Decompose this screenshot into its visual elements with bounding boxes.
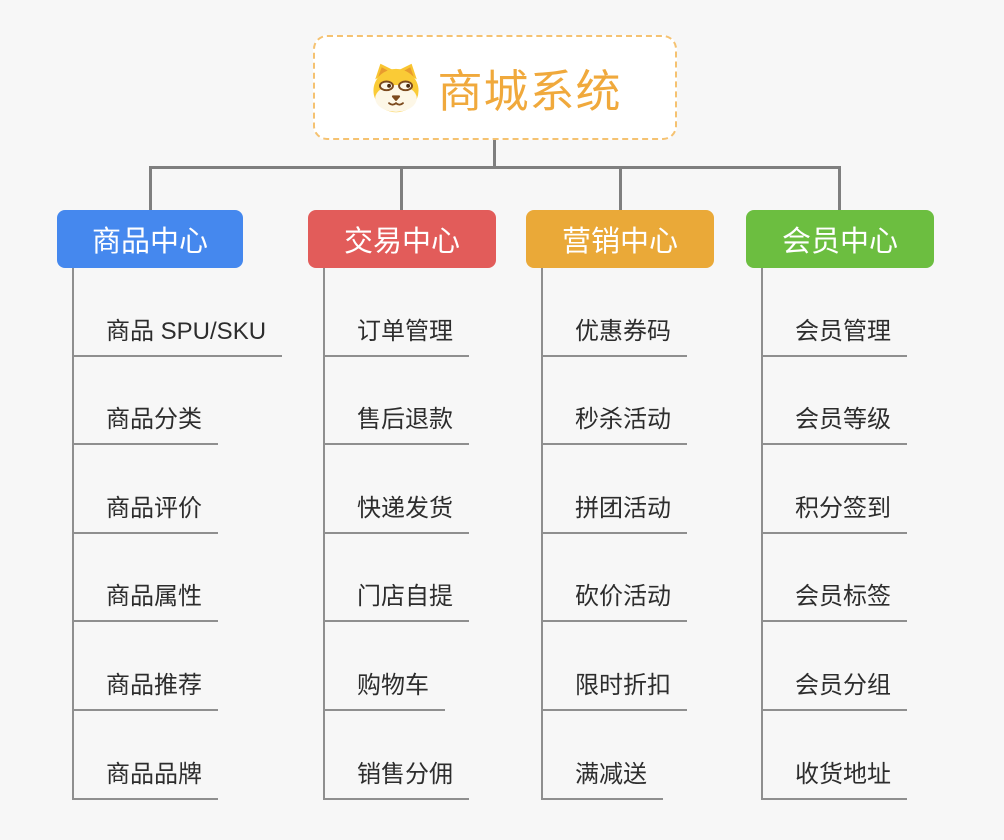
item-label[interactable]: 会员分组: [761, 665, 907, 711]
branch-node-trade-center[interactable]: 交易中心: [308, 210, 496, 268]
mindmap-item: 购物车: [323, 622, 469, 711]
branch-spine-line: [72, 268, 74, 800]
item-label[interactable]: 商品推荐: [72, 665, 218, 711]
mindmap-item: 售后退款: [323, 357, 469, 446]
dog-face-icon: [368, 62, 424, 114]
mindmap-item: 商品分类: [72, 357, 282, 446]
item-label[interactable]: 商品评价: [72, 488, 218, 534]
mindmap-item: 限时折扣: [541, 622, 687, 711]
branch-items: 订单管理 售后退款 快递发货 门店自提 购物车 销售分佣: [323, 268, 469, 800]
branch-spine-line: [541, 268, 543, 800]
mindmap-item: 商品评价: [72, 445, 282, 534]
mindmap-item: 积分签到: [761, 445, 907, 534]
item-label[interactable]: 销售分佣: [323, 754, 469, 800]
mindmap-item: 砍价活动: [541, 534, 687, 623]
mindmap-item: 商品 SPU/SKU: [72, 268, 283, 357]
branch-items: 优惠券码 秒杀活动 拼团活动 砍价活动 限时折扣 满减送: [541, 268, 687, 800]
branch-connector-drop: [838, 166, 841, 210]
mindmap-item: 商品属性: [72, 534, 282, 623]
item-label[interactable]: 优惠券码: [541, 311, 687, 357]
branch-connector-drop: [400, 166, 403, 210]
item-label[interactable]: 满减送: [541, 754, 663, 800]
mindmap-item: 满减送: [541, 711, 687, 800]
branch-items: 商品 SPU/SKU 商品分类 商品评价 商品属性 商品推荐 商品品牌: [72, 268, 283, 800]
branch-connector-horizontal: [149, 166, 841, 169]
mindmap-item: 商品推荐: [72, 622, 282, 711]
mindmap-item: 门店自提: [323, 534, 469, 623]
mindmap-item: 快递发货: [323, 445, 469, 534]
root-title: 商城系统: [437, 66, 622, 117]
item-label[interactable]: 门店自提: [323, 576, 469, 623]
item-label[interactable]: 商品属性: [72, 576, 218, 623]
item-label[interactable]: 收货地址: [761, 754, 907, 800]
item-label[interactable]: 购物车: [323, 665, 445, 711]
mindmap-item: 收货地址: [761, 711, 907, 800]
item-label[interactable]: 秒杀活动: [541, 399, 687, 446]
branch-connector-drop: [149, 166, 152, 210]
mindmap-item: 会员标签: [761, 534, 907, 623]
branch-node-member-center[interactable]: 会员中心: [746, 210, 934, 268]
branch-node-product-center[interactable]: 商品中心: [57, 210, 243, 268]
item-label[interactable]: 快递发货: [323, 488, 469, 534]
item-label[interactable]: 商品品牌: [72, 754, 218, 800]
branch-connector-drop: [619, 166, 622, 210]
item-label[interactable]: 会员等级: [761, 399, 907, 446]
mindmap-item: 拼团活动: [541, 445, 687, 534]
item-label[interactable]: 积分签到: [761, 488, 907, 534]
root-connector-stem: [493, 139, 496, 168]
item-label[interactable]: 商品分类: [72, 399, 218, 446]
item-label[interactable]: 会员管理: [761, 311, 907, 357]
branch-spine-line: [761, 268, 763, 800]
mindmap-item: 订单管理: [323, 268, 469, 357]
mindmap-item: 优惠券码: [541, 268, 687, 357]
item-label[interactable]: 拼团活动: [541, 488, 687, 534]
mindmap-item: 商品品牌: [72, 711, 282, 800]
item-label[interactable]: 订单管理: [323, 311, 469, 357]
branch-node-marketing-center[interactable]: 营销中心: [526, 210, 714, 268]
item-label[interactable]: 会员标签: [761, 576, 907, 623]
branch-spine-line: [323, 268, 325, 800]
mindmap-item: 会员管理: [761, 268, 907, 357]
item-label[interactable]: 售后退款: [323, 399, 469, 446]
mindmap-item: 会员等级: [761, 357, 907, 446]
root-node[interactable]: 商城系统: [313, 35, 677, 140]
item-label[interactable]: 限时折扣: [541, 665, 687, 711]
branch-items: 会员管理 会员等级 积分签到 会员标签 会员分组 收货地址: [761, 268, 907, 800]
mindmap-item: 会员分组: [761, 622, 907, 711]
item-label[interactable]: 商品 SPU/SKU: [72, 311, 283, 357]
mindmap-item: 销售分佣: [323, 711, 469, 800]
mindmap-item: 秒杀活动: [541, 357, 687, 446]
item-label[interactable]: 砍价活动: [541, 576, 687, 623]
